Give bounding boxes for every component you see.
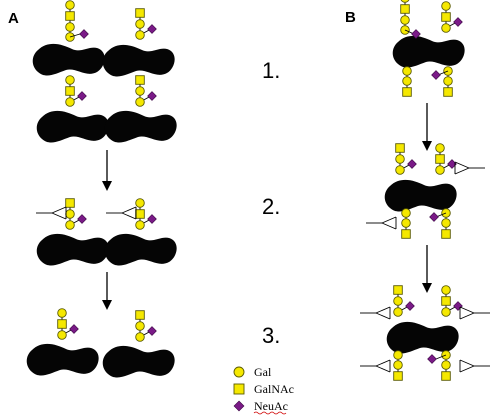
legend-label-galnac: GalNAc	[254, 382, 294, 396]
protein-b1	[392, 0, 465, 96]
step-2-label: 2.	[262, 194, 280, 219]
protein-a8	[102, 311, 175, 378]
legend: Gal GalNAc NeuAc	[233, 365, 294, 415]
protein-b3	[359, 286, 490, 381]
circle-icon	[233, 366, 245, 378]
panel-b-label: B	[345, 9, 356, 26]
square-icon	[233, 383, 245, 395]
panel-b	[359, 0, 490, 381]
protein-a6	[104, 199, 177, 266]
protein-a3	[36, 76, 109, 143]
panel-a-label: A	[8, 10, 19, 27]
legend-label-neuac: NeuAc	[254, 399, 288, 413]
protein-a5	[35, 199, 109, 266]
legend-item-gal: Gal	[233, 365, 272, 379]
step-1-label: 1.	[262, 58, 280, 83]
legend-label-gal: Gal	[254, 365, 272, 379]
diamond-icon	[233, 400, 245, 412]
legend-item-galnac: GalNAc	[233, 382, 294, 396]
protein-a2	[102, 9, 175, 77]
step-3-label: 3.	[262, 323, 280, 348]
protein-a4	[104, 76, 177, 143]
protein-b2	[365, 144, 486, 239]
panel-a	[26, 1, 177, 378]
legend-item-neuac: NeuAc	[233, 399, 288, 415]
protein-a7	[26, 309, 99, 376]
protein-a1	[32, 1, 105, 76]
